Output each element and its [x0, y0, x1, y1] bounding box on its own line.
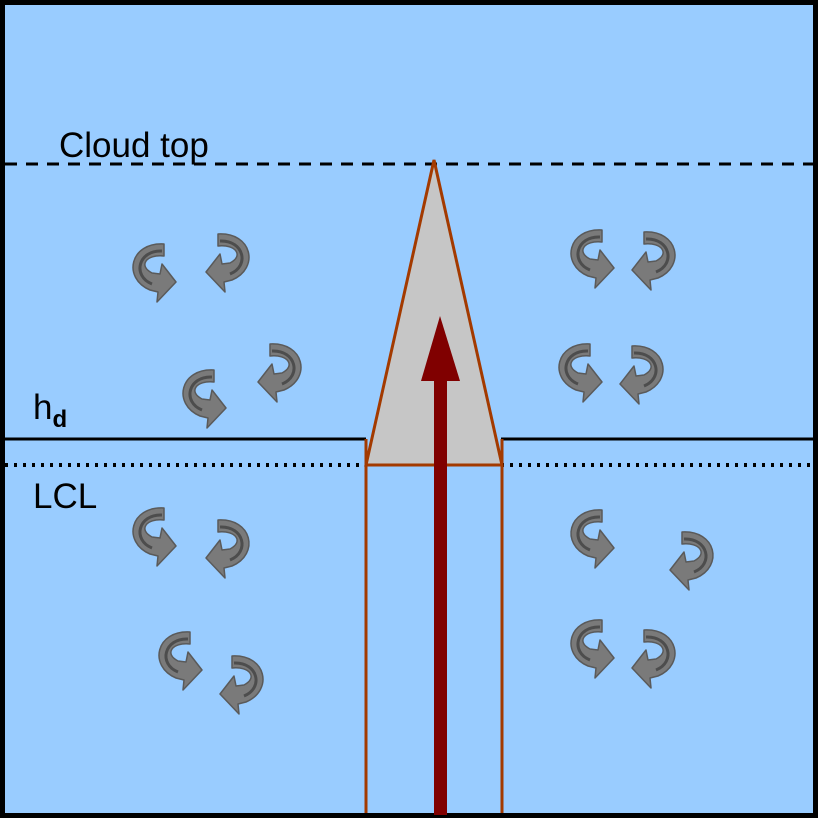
lcl-label: LCL: [33, 477, 97, 516]
cloud-top-label: Cloud top: [59, 126, 209, 165]
hd-label-main: h: [33, 388, 52, 427]
updraft-arrow-head: [421, 316, 460, 381]
hd-label-subscript: d: [52, 406, 67, 433]
hd-label: hd: [33, 388, 67, 433]
updraft-arrow-shaft: [434, 378, 447, 815]
